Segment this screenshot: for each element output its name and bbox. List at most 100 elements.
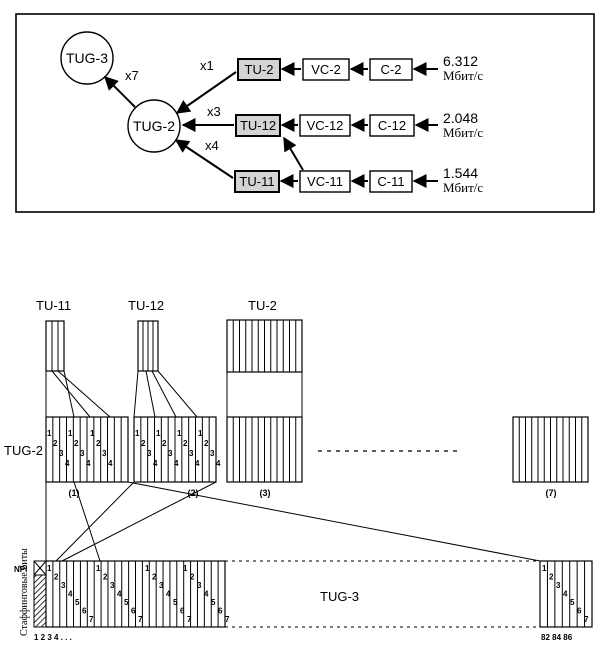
column-number: 2 xyxy=(141,439,146,448)
group-label-2: (2) xyxy=(188,488,199,498)
column-number: 4 xyxy=(86,459,91,468)
mapping-line xyxy=(127,481,541,562)
mapping-line xyxy=(61,481,217,562)
tu11-box xyxy=(234,170,280,193)
column-number: 3 xyxy=(189,449,194,458)
mapping-line xyxy=(145,370,156,418)
group-label-1: (1) xyxy=(69,488,80,498)
unit-2048: Мбит/с xyxy=(443,125,483,140)
column-number: 2 xyxy=(53,439,58,448)
column-number: 2 xyxy=(54,573,59,582)
vc11-label: VC-11 xyxy=(307,174,343,189)
npi-label: NPI xyxy=(14,565,27,574)
column-number: 1 xyxy=(542,564,547,573)
row-tu11: TU-11 VC-11 C-11 1.544 Мбит/с x4 xyxy=(174,136,483,195)
column-number: 6 xyxy=(577,607,582,616)
group-label-7: (7) xyxy=(546,488,557,498)
column-number: 2 xyxy=(204,439,209,448)
tu11-block xyxy=(45,320,65,372)
tu12-box xyxy=(235,114,281,137)
column-number: 1 xyxy=(135,429,140,438)
column-number: 4 xyxy=(166,590,171,599)
tu2-label: TU-2 xyxy=(245,62,274,77)
tu12-block xyxy=(137,320,159,372)
mult-tug3-label: x7 xyxy=(125,68,139,83)
column-number: 3 xyxy=(159,581,164,590)
mapping-line xyxy=(51,370,91,418)
tug2-row-label: TUG-2 xyxy=(4,443,43,458)
column-number: 2 xyxy=(162,439,167,448)
column-number: 1 xyxy=(177,429,182,438)
mapping-line xyxy=(73,481,101,562)
rate-6312: 6.312 xyxy=(443,53,478,69)
column-number: 6 xyxy=(131,607,136,616)
column-number: 1 xyxy=(90,429,95,438)
column-number: 2 xyxy=(74,439,79,448)
mapping-lines xyxy=(45,370,541,562)
c2-box xyxy=(369,58,413,81)
column-number: 4 xyxy=(216,459,221,468)
column-number: 4 xyxy=(117,590,122,599)
stuffing-bits-block xyxy=(33,574,47,628)
mapping-line xyxy=(157,370,198,418)
row-tu12: TU-12 VC-12 C-12 2.048 Мбит/с x3 xyxy=(181,104,483,140)
tu2-block xyxy=(226,319,303,373)
col-end-label: 82 84 86 xyxy=(541,633,573,642)
column-number: 3 xyxy=(102,449,107,458)
tug2-block-7 xyxy=(512,416,589,483)
column-number: 1 xyxy=(96,564,101,573)
tug3-node: TUG-3 xyxy=(60,31,114,85)
tug3-center-label: TUG-3 xyxy=(320,589,359,604)
column-number: 7 xyxy=(89,615,94,624)
column-number: 5 xyxy=(570,598,575,607)
column-number: 3 xyxy=(556,581,561,590)
mapping-line xyxy=(133,370,139,418)
tug3-frame xyxy=(33,560,540,628)
mult-tu11-label: x4 xyxy=(205,138,219,153)
column-number: 7 xyxy=(584,615,589,624)
tu11-label: TU-11 xyxy=(239,174,274,189)
column-number: 4 xyxy=(204,590,209,599)
column-number: 3 xyxy=(197,581,202,590)
column-number: 3 xyxy=(147,449,152,458)
column-number: 3 xyxy=(110,581,115,590)
c2-label: C-2 xyxy=(381,62,402,77)
col-start-label: 1 2 3 4 . . . xyxy=(34,633,72,642)
tu12-col-label: TU-12 xyxy=(128,298,164,313)
column-number: 2 xyxy=(190,573,195,582)
tu2-box xyxy=(237,58,281,81)
column-number: 1 xyxy=(156,429,161,438)
column-number: 5 xyxy=(124,598,129,607)
column-number: 7 xyxy=(187,615,192,624)
column-number: 2 xyxy=(183,439,188,448)
column-number: 4 xyxy=(563,590,568,599)
column-number: 4 xyxy=(68,590,73,599)
column-number: 1 xyxy=(198,429,203,438)
mapping-line xyxy=(151,370,177,418)
vc12-box xyxy=(299,114,351,137)
rate-2048: 2.048 xyxy=(443,110,478,126)
arrow-tug2-to-tug3 xyxy=(104,76,136,108)
column-number: 1 xyxy=(47,564,52,573)
rate-1544: 1.544 xyxy=(443,165,478,181)
column-number: 5 xyxy=(173,598,178,607)
vc2-label: VC-2 xyxy=(311,62,341,77)
column-number: 5 xyxy=(75,598,80,607)
tu12-label: TU-12 xyxy=(240,118,276,133)
column-number: 4 xyxy=(174,459,179,468)
tug2-node: TUG-2 xyxy=(127,99,181,153)
c12-label: C-12 xyxy=(378,118,406,133)
column-number: 3 xyxy=(59,449,64,458)
column-number: 6 xyxy=(180,607,185,616)
column-number: 2 xyxy=(549,573,554,582)
mapping-line xyxy=(57,370,111,418)
c11-label: C-11 xyxy=(377,174,404,189)
column-number: 2 xyxy=(96,439,101,448)
column-number: 1 xyxy=(183,564,188,573)
column-number: 1 xyxy=(68,429,73,438)
column-blocks: 1234123412341234123412341234123456712345… xyxy=(33,319,593,628)
npi-mark xyxy=(33,560,47,576)
